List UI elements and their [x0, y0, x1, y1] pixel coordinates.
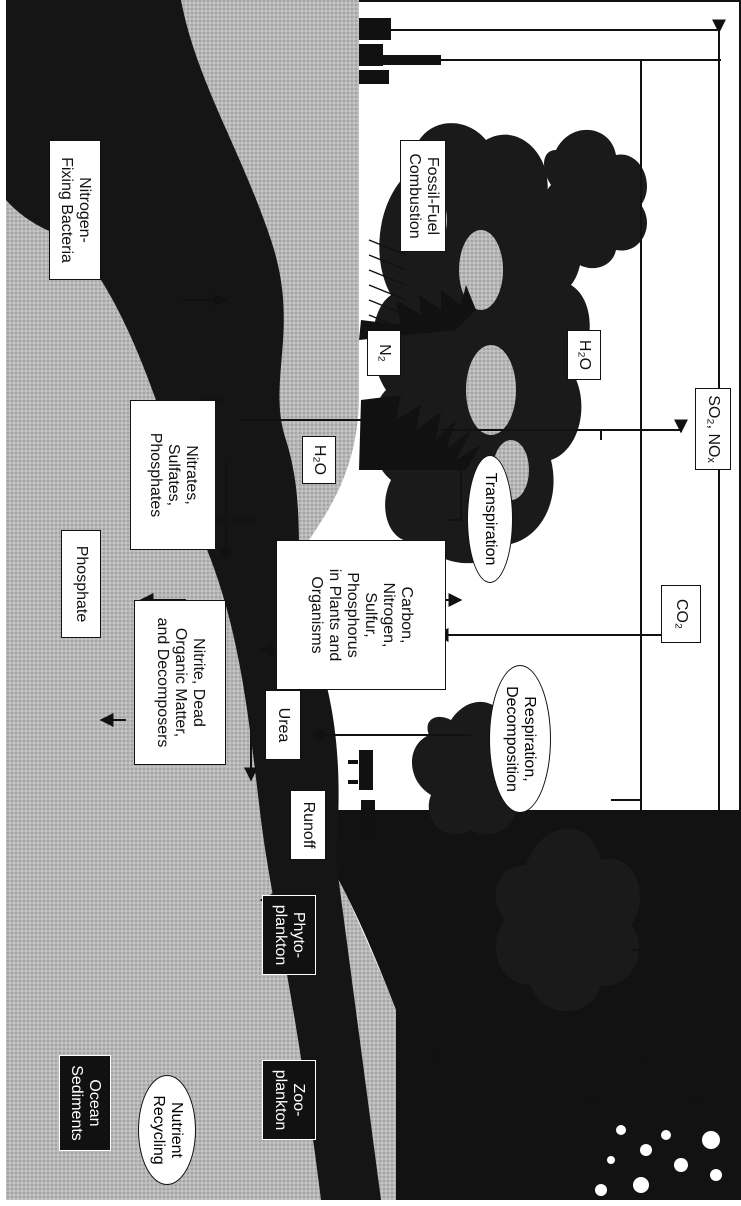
- river-lower: [6, 0, 161, 242]
- respiration-decomposition-oval: Respiration, Decomposition: [489, 665, 551, 813]
- ocean-sediments-label: Ocean Sediments: [59, 1055, 111, 1151]
- animals: [348, 750, 375, 840]
- runoff-label: Runoff: [290, 790, 326, 860]
- phytoplankton-label: Phyto- plankton: [262, 895, 316, 975]
- rain: [368, 239, 407, 331]
- nitrates-sulfates-phosphates-box: Nitrates, Sulfates, Phosphates: [130, 400, 216, 550]
- urea-label: Urea: [265, 690, 301, 760]
- nitrogen-fixing-bacteria-label: Nitrogen- Fixing Bacteria: [49, 140, 101, 280]
- so2-nox-label: SO₂, NOₓ: [695, 388, 731, 470]
- transpiration-oval: Transpiration: [467, 455, 513, 583]
- co2-label: CO₂: [661, 585, 701, 643]
- phosphate-label: Phosphate: [61, 530, 101, 638]
- h2o-cloud-label: H₂O: [567, 330, 601, 380]
- h2o-soil-label: H₂O: [302, 436, 336, 484]
- nutrient-recycling-oval: Nutrient Recycling: [138, 1075, 196, 1185]
- nitrite-dead-organic-box: Nitrite, Dead Organic Matter, and Decomp…: [134, 600, 226, 765]
- zooplankton-label: Zoo- plankton: [262, 1060, 316, 1140]
- carbon-nitrogen-plants-box: Carbon, Nitrogen, Sulfur, Phosphorus in …: [276, 540, 446, 690]
- plankton-dots: [595, 1125, 722, 1196]
- fossil-fuel-combustion-label: Fossil-Fuel Combustion: [400, 140, 446, 252]
- n2-label: N₂: [367, 330, 401, 376]
- factory: [359, 18, 441, 84]
- rotated-canvas: Fossil-Fuel Combustion SO₂, NOₓ CO₂ H₂O …: [6, 0, 741, 1200]
